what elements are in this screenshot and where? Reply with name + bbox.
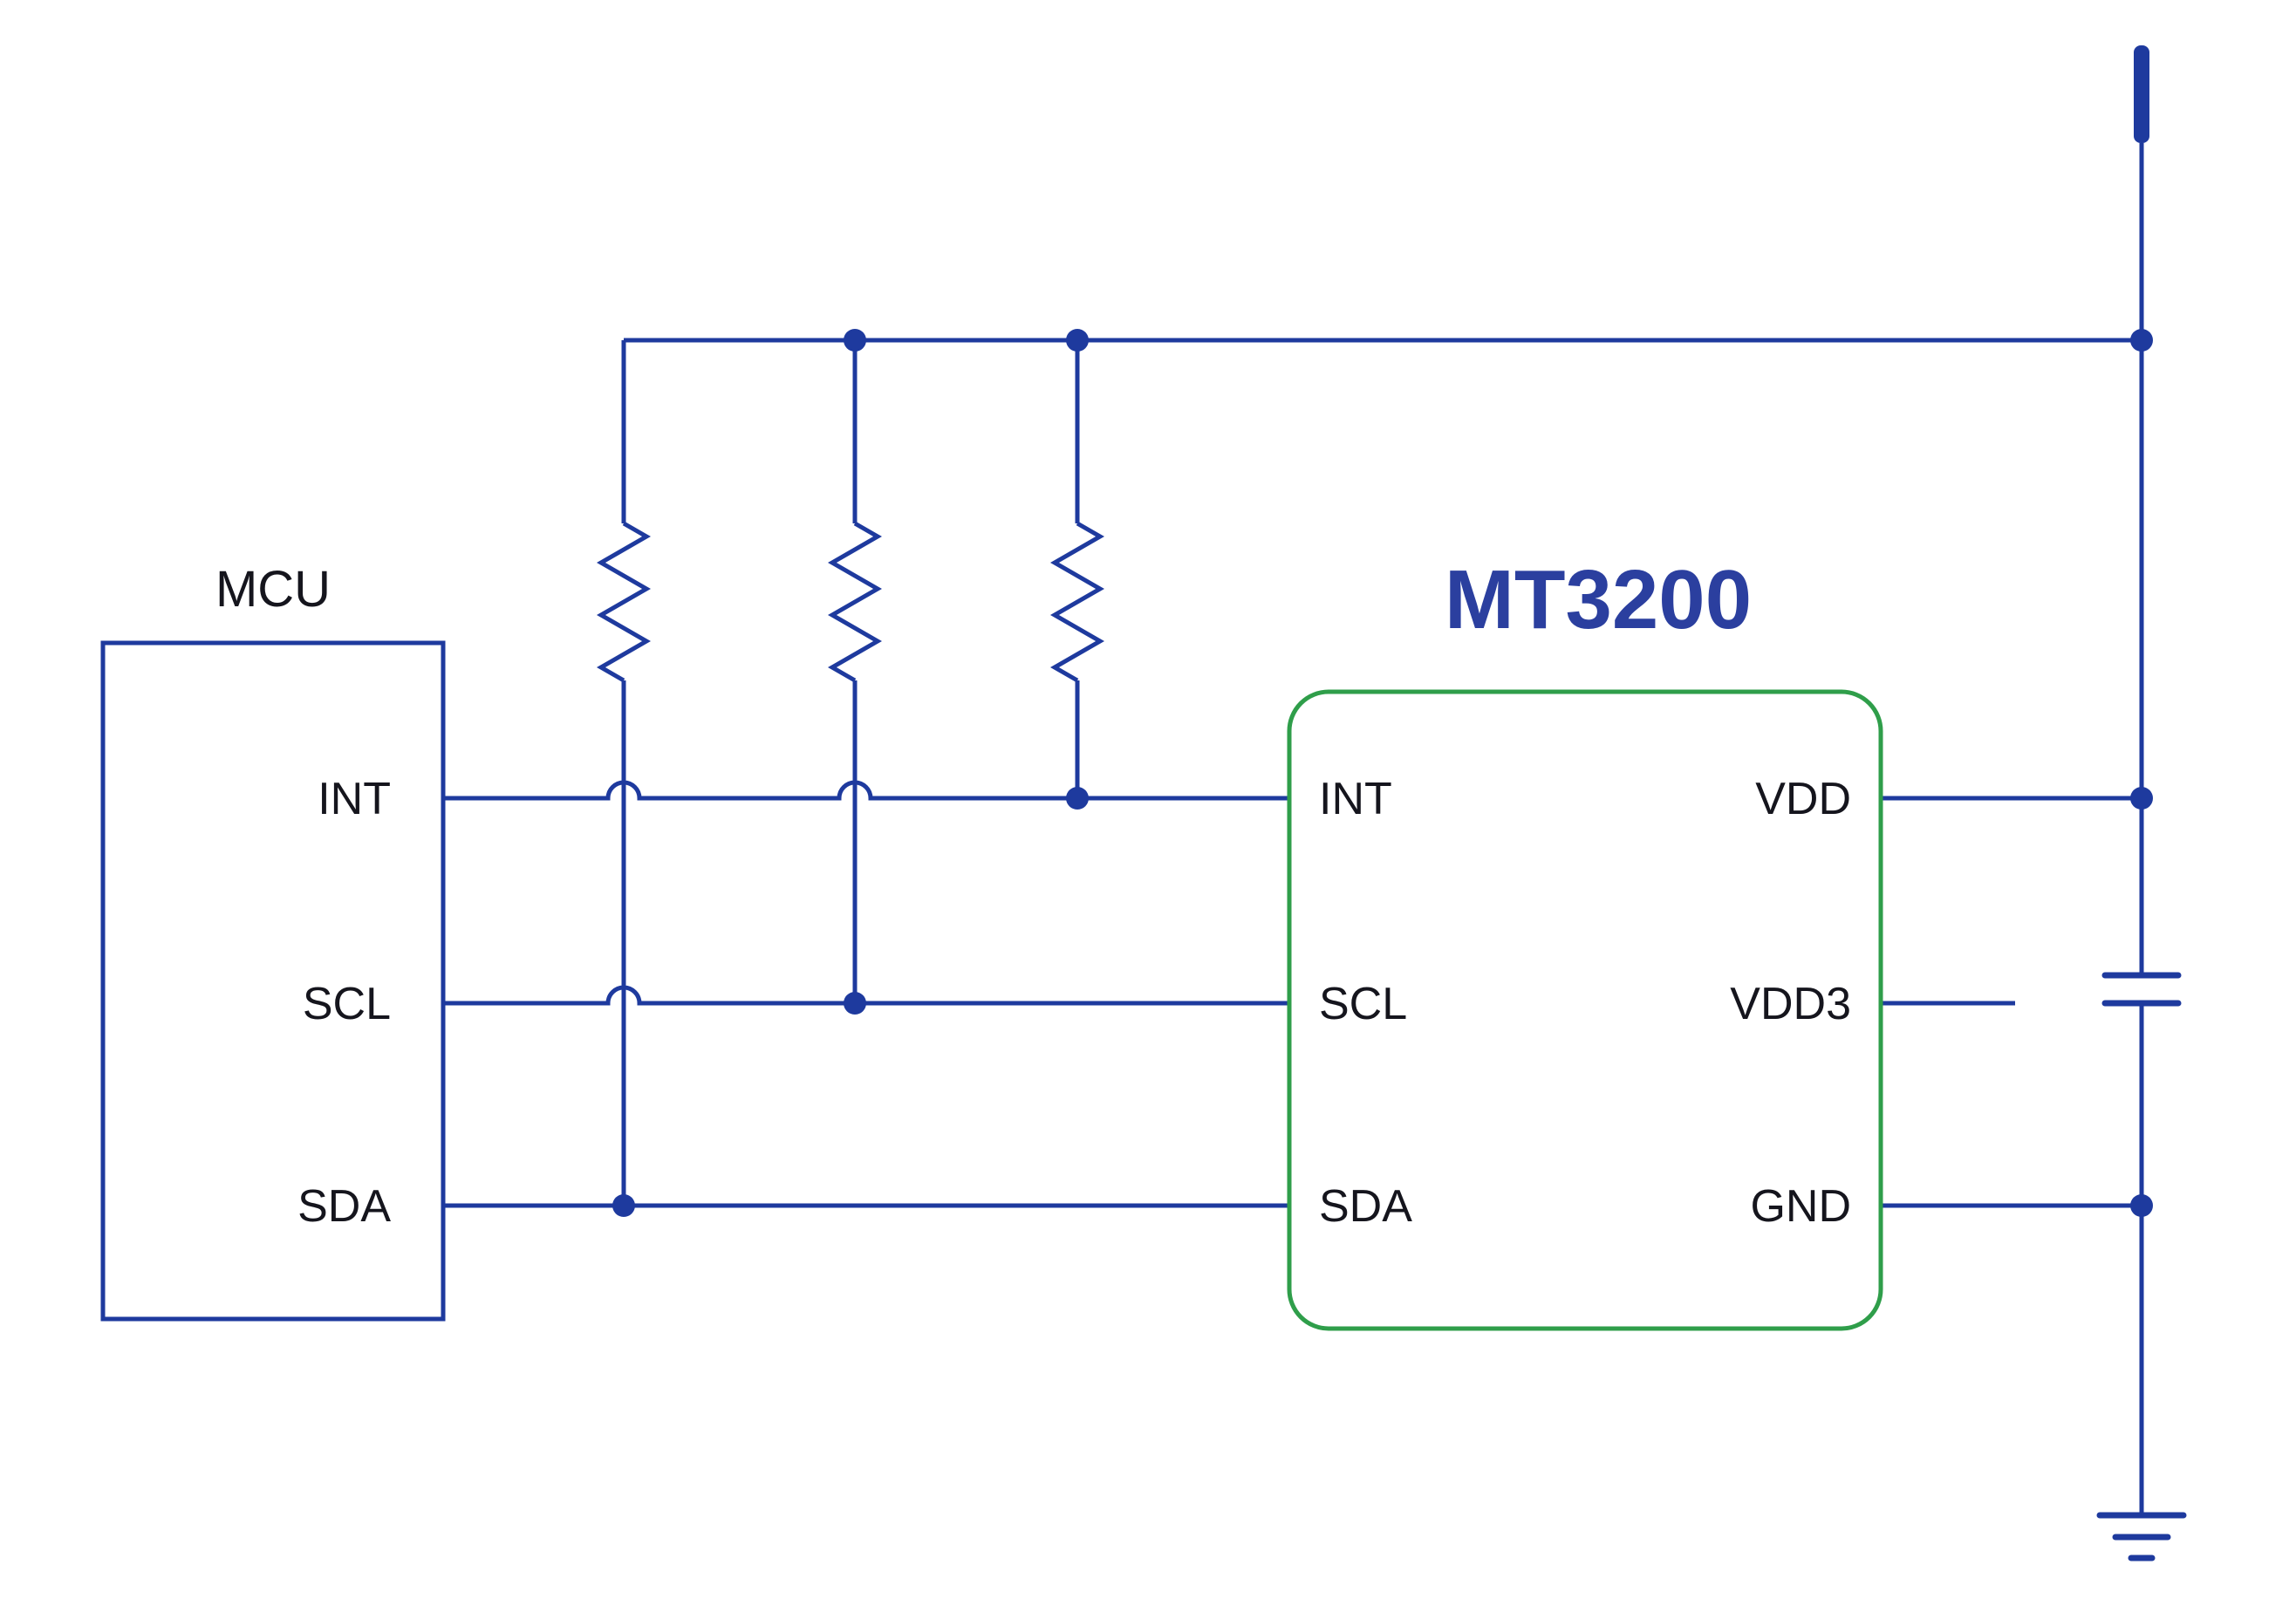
mt3200-pin-scl-label: SCL (1319, 979, 1407, 1029)
pullup-resistor-1 (596, 340, 652, 1206)
mcu-pin-int-label: INT (318, 774, 391, 824)
resistor-icon (1049, 521, 1105, 683)
junction-dot (1066, 329, 1089, 352)
pullup-resistor-2 (827, 340, 883, 1003)
vdd-power-rail (2134, 45, 2149, 1515)
junction-dot (844, 329, 866, 352)
scl-wire (443, 985, 1289, 1006)
vdd-power-bar-icon (2134, 45, 2149, 143)
mt3200-pin-vdd-label: VDD (1755, 774, 1851, 824)
ground-icon (2096, 1512, 2187, 1561)
mt3200-pin-sda-label: SDA (1319, 1181, 1412, 1232)
resistor-icon (827, 521, 883, 683)
mcu-box (100, 640, 446, 1322)
capacitor-icon (2101, 972, 2182, 1007)
resistor-icon (596, 521, 652, 683)
pullup-resistor-3 (1049, 340, 1105, 798)
mt3200-pin-gnd-label: GND (1750, 1181, 1851, 1232)
mt3200-box (1287, 689, 1883, 1331)
junction-dot (612, 1194, 635, 1217)
mt3200-title: MT3200 (1445, 553, 1752, 646)
int-wire (443, 780, 1289, 801)
junction-dot (2130, 787, 2153, 810)
junction-dot (2130, 1194, 2153, 1217)
junction-dots (612, 329, 2153, 1217)
mcu-pin-scl-label: SCL (303, 979, 391, 1029)
mcu-component: MCU INT SCL SDA (100, 561, 446, 1322)
mt3200-pin-int-label: INT (1319, 774, 1392, 824)
mcu-label: MCU (215, 561, 331, 618)
mt3200-pin-vdd3-label: VDD3 (1730, 979, 1851, 1029)
mcu-pin-sda-label: SDA (297, 1181, 391, 1232)
junction-dot (844, 992, 866, 1015)
junction-dot (2130, 329, 2153, 352)
mt3200-component: MT3200 INT SCL SDA VDD VDD3 GND (1287, 553, 1883, 1331)
junction-dot (1066, 787, 1089, 810)
